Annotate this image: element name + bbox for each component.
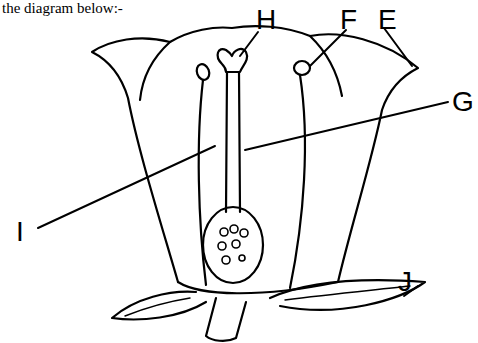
sepal-vein — [285, 286, 410, 300]
part-letter: J — [398, 268, 412, 296]
petal-fold — [140, 42, 170, 100]
petal-fold — [310, 36, 342, 96]
leader-lines — [38, 28, 448, 296]
part-letter: I — [16, 218, 24, 246]
part-letter: F — [340, 6, 357, 34]
stalk — [206, 298, 246, 341]
part-letter: G — [452, 88, 474, 116]
instruction-text: the diagram below:- — [2, 1, 123, 16]
anther — [294, 61, 310, 75]
sepal-vein — [125, 298, 190, 316]
style — [226, 72, 240, 212]
sepal — [112, 292, 206, 320]
ovary — [203, 207, 263, 283]
filament — [290, 75, 305, 288]
ovules — [218, 225, 248, 264]
anther — [195, 62, 212, 81]
receptacle — [178, 282, 338, 293]
part-letter: E — [378, 6, 397, 34]
part-letter: H — [256, 6, 276, 34]
petal-outline — [92, 26, 418, 282]
filament — [199, 80, 206, 285]
